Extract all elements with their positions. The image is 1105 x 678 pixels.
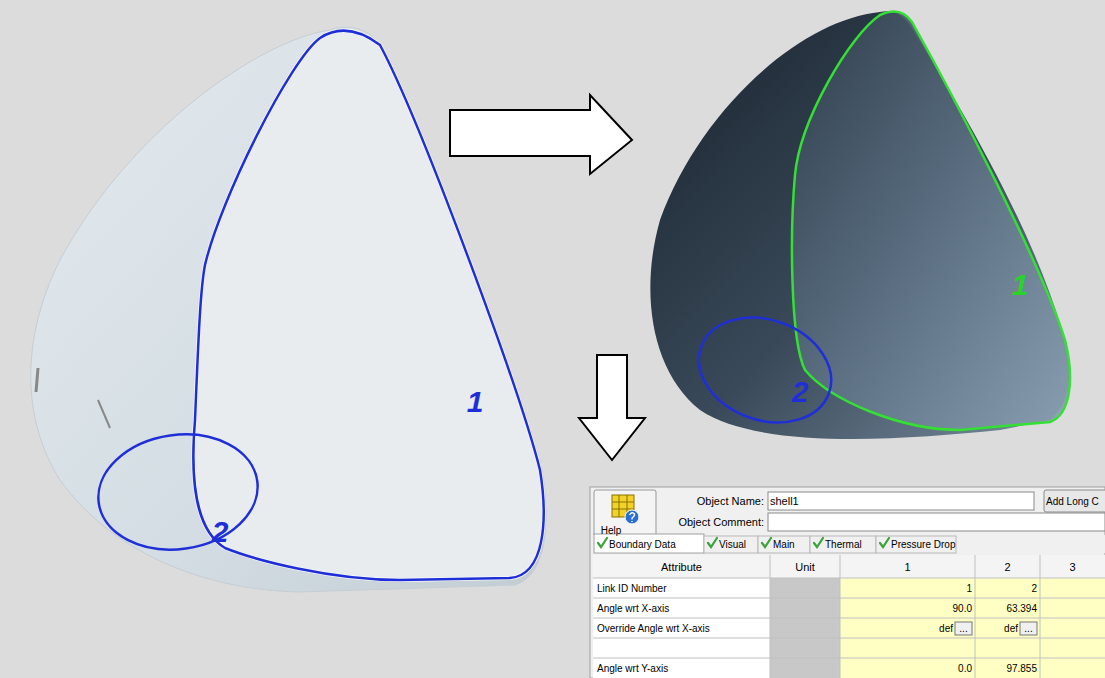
column-header: 3: [1040, 556, 1105, 578]
row-label: Link ID Number: [597, 579, 769, 598]
push-button: [1044, 490, 1105, 512]
column-header: 2: [975, 556, 1040, 578]
help-button: [594, 490, 656, 540]
text-input: [768, 492, 1034, 510]
tab-strip: [593, 535, 1105, 553]
callout-number: 1: [455, 382, 495, 422]
callout-number: 1: [1000, 265, 1040, 305]
cell-value: 1: [842, 579, 972, 598]
row-label: Angle wrt Y-axis: [597, 659, 769, 678]
tick-mark: [98, 400, 110, 428]
tick-mark: [36, 368, 38, 392]
button-label: ...: [1020, 621, 1037, 636]
cell-value: 97.855: [977, 659, 1037, 678]
field-value: shell1: [770, 492, 970, 510]
tab: [758, 536, 810, 553]
button-label: Add Long C: [1046, 491, 1104, 511]
button-label: Help: [596, 522, 626, 538]
hollow-arrow: [450, 95, 632, 174]
callout-number: 2: [200, 512, 240, 552]
tab-label: Thermal: [825, 536, 875, 553]
help-icon: [625, 510, 639, 524]
tab-label: Main: [773, 536, 809, 553]
region-outline: [684, 300, 846, 440]
callout-number: 2: [780, 372, 820, 412]
tab: [876, 536, 956, 553]
column-header: Unit: [770, 556, 840, 578]
table: [593, 555, 1105, 678]
cell-value: 63.394: [977, 599, 1037, 618]
cell-value: def: [977, 619, 1018, 638]
button-label: ...: [955, 621, 972, 636]
cell-value: 90.0: [842, 599, 972, 618]
unit-cell: [770, 578, 840, 678]
hollow-arrow: [579, 355, 645, 460]
field-label: Object Name:: [666, 492, 764, 510]
tab-label: Boundary Data: [609, 535, 704, 553]
header-row: [593, 555, 1105, 578]
active-tab: [594, 534, 704, 553]
row-label: Override Angle wrt X-axis: [597, 619, 769, 638]
help-icon: [630, 513, 635, 522]
tab-label: Visual: [719, 536, 759, 553]
value-cells: [840, 578, 1105, 678]
column-header: 1: [840, 556, 975, 578]
tab: [810, 536, 876, 553]
cell-value: 2: [977, 579, 1037, 598]
shell-face: [792, 11, 1070, 430]
field-label: Object Comment:: [660, 513, 764, 531]
ellipsis-button: [1020, 622, 1037, 635]
ellipsis-button: [955, 622, 972, 635]
cell-value: def: [842, 619, 953, 638]
face-outline: [792, 11, 1070, 430]
shell-body: [650, 11, 1069, 439]
region-outline: [91, 424, 265, 559]
tab-label: Pressure Drop: [891, 536, 955, 553]
text-input: [768, 513, 1105, 531]
cell-value: 0.0: [842, 659, 972, 678]
property-panel: [590, 487, 1105, 678]
tab: [704, 536, 758, 553]
row-label: Angle wrt X-axis: [597, 599, 769, 618]
column-header: Attribute: [593, 556, 770, 578]
grid-lines: [593, 555, 1105, 678]
